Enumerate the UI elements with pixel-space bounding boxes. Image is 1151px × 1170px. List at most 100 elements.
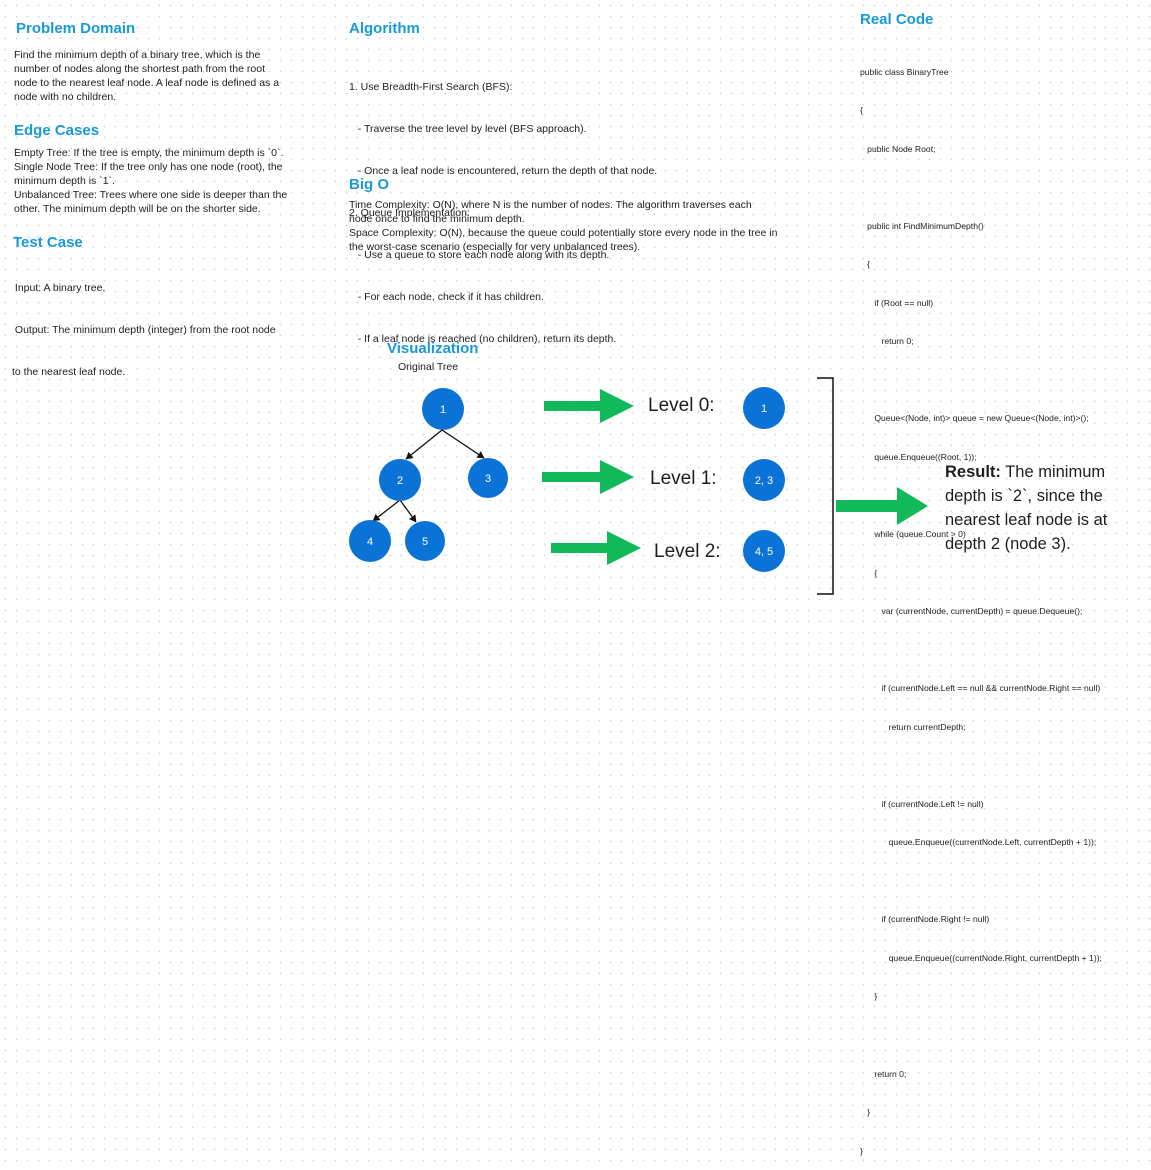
- problem-domain-title: Problem Domain: [16, 20, 136, 37]
- code-line: [860, 875, 1102, 888]
- level-node-label: 2, 3: [755, 475, 773, 487]
- text-line: 1. Use Breadth-First Search (BFS):: [349, 81, 513, 93]
- code-line: {: [860, 105, 863, 116]
- text-line: number of nodes along the shortest path …: [14, 63, 265, 75]
- code-line: return currentDepth;: [860, 721, 966, 732]
- levels-bracket: [817, 377, 834, 595]
- code-line: if (Root == null): [860, 297, 934, 308]
- level-node: 4, 5: [743, 530, 785, 572]
- text-line: other. The minimum depth will be on the …: [14, 203, 261, 215]
- code-line: if (currentNode.Right != null): [860, 914, 990, 925]
- test-case-text: Input: A binary tree. Output: The minimu…: [12, 253, 322, 393]
- code-line: queue.Enqueue((currentNode.Left, current…: [860, 837, 1097, 848]
- level-1-label: Level 1:: [650, 468, 717, 489]
- code-line: queue.Enqueue((Root, 1));: [860, 452, 977, 462]
- tree-node-label: 3: [485, 473, 491, 485]
- big-o-text: Time Complexity: O(N), where N is the nu…: [349, 198, 839, 254]
- visualization-title: Visualization: [387, 340, 479, 357]
- edge-cases-text: Empty Tree: If the tree is empty, the mi…: [14, 146, 324, 216]
- edge-2-5: [399, 499, 417, 523]
- level-0-arrow: [544, 389, 634, 423]
- code-line: [860, 1029, 1102, 1042]
- code-line: queue.Enqueue((currentNode.Right, curren…: [860, 952, 1102, 963]
- code-line: if (currentNode.Left == null && currentN…: [860, 683, 1101, 694]
- level-node-circle: [743, 530, 785, 572]
- tree-node: 5: [405, 521, 445, 561]
- edge-1-3: [441, 429, 485, 459]
- code-line: public Node Root;: [860, 143, 936, 154]
- tree-node-circle: [349, 520, 391, 562]
- level-node: 2, 3: [743, 459, 785, 501]
- text-line: 2. Queue Implementation:: [349, 207, 470, 219]
- tree-diagram: 1 2 3 4 5 1 2, 3 4, 5: [349, 377, 928, 595]
- code-line: [860, 759, 1102, 772]
- tree-node-label: 4: [367, 536, 373, 548]
- tree-node-label: 5: [422, 536, 428, 548]
- level-2-label: Level 2:: [654, 541, 721, 562]
- text-line: Input: A binary tree.: [12, 282, 106, 294]
- original-tree-subtitle: Original Tree: [398, 361, 459, 373]
- result-arrow: [836, 487, 928, 525]
- text-line: node once to find the minimum depth.: [349, 213, 525, 225]
- test-case-title: Test Case: [13, 234, 83, 251]
- text-line: - Once a leaf node is encountered, retur…: [349, 165, 658, 177]
- code-line: Queue<(Node, int)> queue = new Queue<(No…: [860, 413, 1089, 424]
- level-0-label: Level 0:: [648, 395, 715, 416]
- algorithm-title: Algorithm: [349, 20, 420, 37]
- algorithm-text: 1. Use Breadth-First Search (BFS): - Tra…: [349, 52, 829, 360]
- text-line: Space Complexity: O(N), because the queu…: [349, 227, 778, 239]
- big-o-title: Big O: [349, 176, 389, 193]
- code-line: return 0;: [860, 336, 914, 347]
- edge-cases-title: Edge Cases: [14, 122, 100, 139]
- text-line: Find the minimum depth of a binary tree,…: [14, 49, 261, 61]
- real-code-title: Real Code: [860, 11, 934, 28]
- tree-node: 1: [422, 388, 464, 430]
- code-line: {: [860, 567, 878, 578]
- code-line: {: [860, 259, 871, 270]
- problem-domain-text: Find the minimum depth of a binary tree,…: [14, 48, 314, 104]
- code-line: if (currentNode.Left != null): [860, 798, 984, 809]
- level-1-arrow: [542, 460, 634, 494]
- level-node-label: 1: [761, 403, 767, 415]
- result-text: Result: The minimum depth is `2`, since …: [945, 460, 1145, 556]
- text-line: Unbalanced Tree: Trees where one side is…: [14, 189, 288, 201]
- code-line: }: [860, 1107, 871, 1118]
- edge-1-2: [405, 429, 443, 460]
- text-line: Output: The minimum depth (integer) from…: [12, 324, 276, 336]
- tree-node: 4: [349, 520, 391, 562]
- text-line: Single Node Tree: If the tree only has o…: [14, 161, 283, 173]
- code-line: }: [860, 991, 878, 1002]
- tree-node: 2: [379, 459, 421, 501]
- level-node-circle: [743, 387, 785, 429]
- code-line: public class BinaryTree: [860, 66, 949, 77]
- text-line: - For each node, check if it has childre…: [349, 291, 544, 303]
- text-line: - Traverse the tree level by level (BFS …: [349, 123, 587, 135]
- result-label: Result:: [945, 463, 1001, 481]
- code-line: while (queue.Count > 0): [860, 529, 966, 540]
- edge-2-4: [372, 499, 401, 522]
- text-line: Empty Tree: If the tree is empty, the mi…: [14, 147, 284, 159]
- tree-node-label: 2: [397, 475, 403, 487]
- text-line: to the nearest leaf node.: [12, 366, 126, 378]
- code-line: }: [860, 1145, 863, 1156]
- level-node-label: 4, 5: [755, 546, 773, 558]
- code-line: [860, 644, 1102, 657]
- text-line: minimum depth is `1`.: [14, 175, 115, 187]
- level-2-arrow: [551, 531, 641, 565]
- tree-node-circle: [405, 521, 445, 561]
- tree-node-label: 1: [440, 404, 446, 416]
- text-line: - If a leaf node is reached (no children…: [349, 333, 617, 345]
- level-node: 1: [743, 387, 785, 429]
- tree-node-circle: [379, 459, 421, 501]
- code-line: return 0;: [860, 1068, 907, 1079]
- result-body: The minimum depth is `2`, since the near…: [945, 463, 1108, 553]
- tree-node-circle: [422, 388, 464, 430]
- text-line: - Use a queue to store each node along w…: [349, 249, 610, 261]
- text-line: the worst-case scenario (especially for …: [349, 241, 641, 253]
- tree-node-circle: [468, 458, 508, 498]
- text-line: Time Complexity: O(N), where N is the nu…: [349, 199, 752, 211]
- tree-node: 3: [468, 458, 508, 498]
- code-line: public int FindMinimumDepth(): [860, 220, 984, 231]
- text-line: node to the nearest leaf node. A leaf no…: [14, 77, 280, 89]
- text-line: node with no children.: [14, 91, 117, 103]
